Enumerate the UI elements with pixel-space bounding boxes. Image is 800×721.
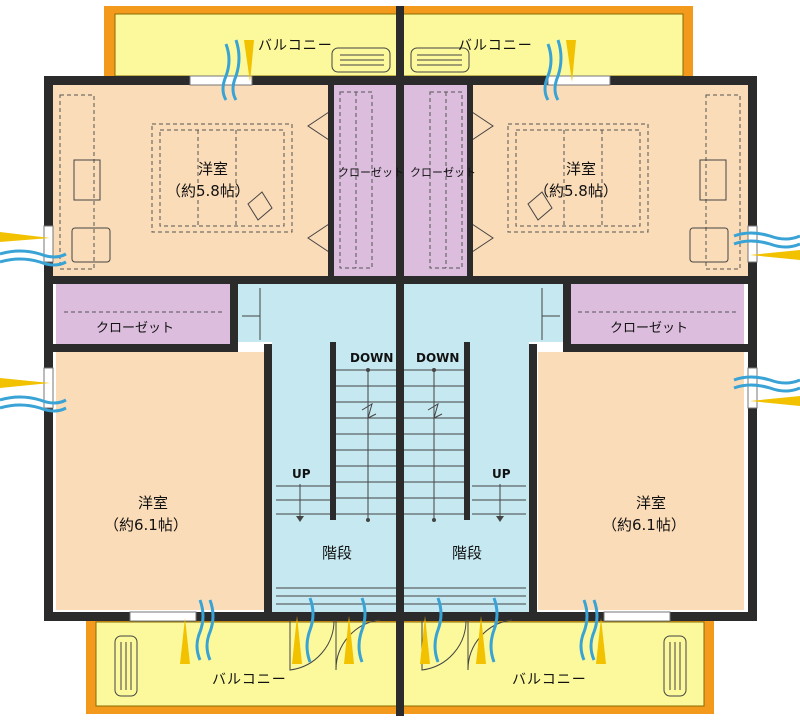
desk-icon xyxy=(73,159,101,201)
down-label: DOWN xyxy=(416,351,459,365)
closet-label: クローゼット xyxy=(96,321,174,336)
room-size: （約6.1帖） xyxy=(602,516,686,534)
stairs-label: 階段 xyxy=(452,544,482,562)
bed-icon xyxy=(507,123,649,233)
bed-icon xyxy=(151,123,293,233)
stair-treads-right xyxy=(403,368,526,605)
balcony-label: バルコニー xyxy=(258,38,333,54)
room-upper-left xyxy=(52,84,332,276)
closet-label: クローゼット xyxy=(610,321,688,336)
stairs-label: 階段 xyxy=(322,544,352,562)
closet-label: クローゼット xyxy=(338,166,404,179)
room-size: （約5.8帖） xyxy=(534,182,618,200)
wind-arrow-icon xyxy=(0,39,800,664)
walls xyxy=(44,6,757,716)
balcony-label: バルコニー xyxy=(458,38,533,54)
up-label: UP xyxy=(492,467,511,481)
up-label: UP xyxy=(292,467,311,481)
window-icon xyxy=(43,75,758,622)
balcony-top-right xyxy=(402,6,693,80)
room-name: 洋室 xyxy=(636,494,666,512)
room-size: （約6.1帖） xyxy=(104,516,188,534)
room-name: 洋室 xyxy=(138,494,168,512)
closet-upper-right xyxy=(403,84,494,276)
closet-lower-right xyxy=(570,284,744,386)
desk-icon xyxy=(699,159,727,201)
closet-lower-left xyxy=(56,284,230,386)
room-lower-right xyxy=(538,352,744,610)
balcony-label: バルコニー xyxy=(512,672,587,688)
stair-treads-left xyxy=(276,368,398,605)
down-label: DOWN xyxy=(350,351,393,365)
balcony-bottom-right xyxy=(402,616,714,714)
room-name: 洋室 xyxy=(566,160,596,178)
room-name: 洋室 xyxy=(198,160,228,178)
chair-icon xyxy=(689,227,729,263)
room-upper-right xyxy=(470,84,748,276)
room-lower-left xyxy=(56,352,264,610)
room-size: （約5.8帖） xyxy=(166,182,250,200)
closet-label: クローゼット xyxy=(410,166,476,179)
balcony-top-left xyxy=(104,6,398,80)
chair-icon xyxy=(71,227,111,263)
closet-upper-left xyxy=(307,84,398,276)
balcony-label: バルコニー xyxy=(212,672,287,688)
